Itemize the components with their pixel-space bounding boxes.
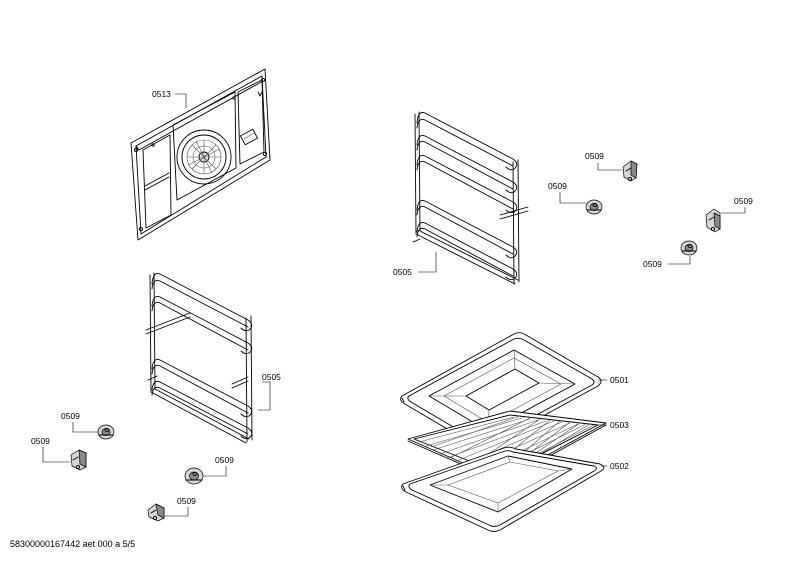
flat-baking-tray-drawing (401, 446, 605, 532)
label-clip-lower-2: 0509 (31, 436, 70, 463)
round-clip-drawing (585, 199, 603, 215)
label-clip-upper-3-text: 0509 (734, 196, 753, 206)
deep-baking-pan-drawing (400, 332, 602, 448)
document-id-footer: 58300000167442 aet 000 a 5/5 (10, 539, 136, 549)
label-right-rack: 0505 (393, 252, 437, 277)
bracket-clip-drawing-4 (147, 503, 165, 522)
label-deep-pan: 0501 (598, 375, 629, 385)
label-flat-tray-text: 0502 (610, 461, 629, 471)
label-flat-tray: 0502 (601, 461, 629, 471)
bracket-clip-drawing-2 (705, 208, 721, 233)
label-clip-upper-1: 0509 (585, 151, 622, 171)
label-deep-pan-text: 0501 (610, 375, 629, 385)
label-right-rack-text: 0505 (393, 267, 412, 277)
round-clip-drawing-2 (680, 240, 698, 256)
back-panel-drawing (130, 68, 271, 241)
bracket-clip-drawing-3 (70, 449, 87, 471)
label-wire-grid-text: 0503 (610, 420, 629, 430)
label-clip-upper-2: 0509 (548, 181, 586, 204)
label-clip-lower-3-text: 0509 (215, 455, 234, 465)
round-clip-drawing-4 (184, 467, 204, 485)
round-clip-drawing-3 (97, 424, 115, 440)
right-shelf-rack-drawing (412, 111, 529, 285)
label-clip-upper-3: 0509 (721, 196, 753, 214)
label-clip-upper-4: 0509 (643, 256, 691, 269)
label-back-panel: 0513 (152, 89, 187, 108)
bracket-clip-drawing (622, 160, 638, 182)
label-clip-lower-1-text: 0509 (61, 411, 80, 421)
label-back-panel-text: 0513 (152, 89, 171, 99)
label-wire-grid: 0503 (598, 420, 629, 430)
label-clip-upper-1-text: 0509 (585, 151, 604, 161)
label-clip-upper-2-text: 0509 (548, 181, 567, 191)
label-clip-upper-4-text: 0509 (643, 259, 662, 269)
label-clip-lower-4: 0509 (165, 496, 196, 517)
left-shelf-rack-drawing (145, 272, 253, 444)
label-left-rack-text: 0505 (262, 372, 281, 382)
label-left-rack: 0505 (258, 372, 281, 411)
label-clip-lower-4-text: 0509 (177, 496, 196, 506)
label-clip-lower-1: 0509 (61, 411, 98, 433)
label-clip-lower-3: 0509 (203, 455, 234, 477)
label-clip-lower-2-text: 0509 (31, 436, 50, 446)
